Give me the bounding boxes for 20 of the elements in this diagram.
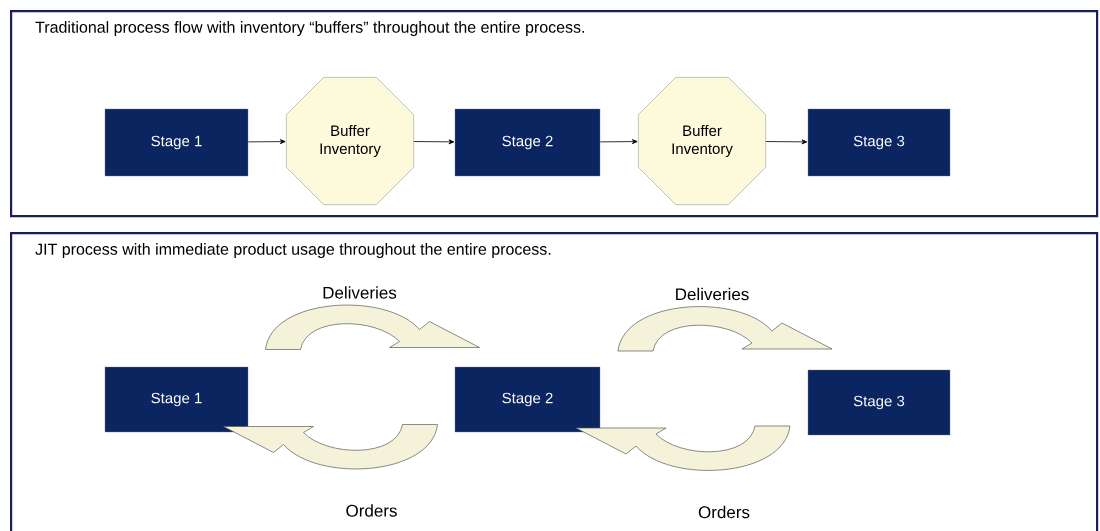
arrow [599,139,638,145]
curved-arrow [617,306,833,352]
edge-label: Orders [698,505,750,519]
arrow [765,139,808,145]
buffer-octagon: Buffer Inventory [638,77,766,205]
edge-label: Deliveries [323,286,397,299]
process-box: Stage 3 [807,108,951,177]
curved-arrow [265,304,480,350]
curved-arrow [575,425,791,471]
arrow [413,139,455,145]
process-box: Stage 1 [104,108,249,177]
process-box: Stage 2 [454,108,601,177]
buffer-octagon: Buffer Inventory [286,77,414,205]
process-box: Stage 1 [104,366,249,433]
curved-arrow [223,424,438,470]
arrow [247,139,286,145]
edge-label: Deliveries [676,287,749,301]
process-box: Stage 2 [454,366,601,433]
edge-label: Orders [346,504,397,517]
process-box: Stage 3 [807,369,951,436]
